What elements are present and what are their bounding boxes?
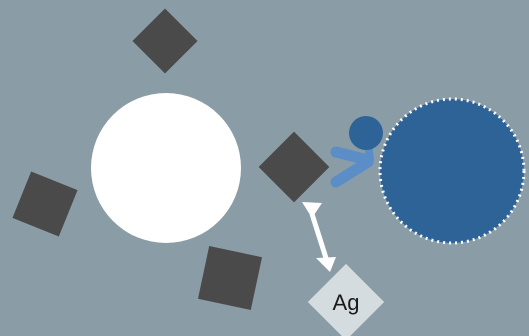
receptor-arm-upper — [330, 146, 374, 166]
arrow-head-down — [316, 257, 336, 272]
square-molecule-left — [12, 171, 78, 237]
antigen-box — [307, 263, 385, 336]
arrow-head-up — [302, 202, 322, 218]
antigen: Ag — [307, 263, 385, 336]
receptor-arm-lower — [330, 156, 374, 188]
target-cell — [378, 97, 526, 245]
square-molecule-bottom — [197, 245, 263, 311]
double-headed-arrow-icon — [302, 202, 336, 272]
carrier-particle — [91, 93, 241, 243]
antigen-label: Ag — [333, 290, 360, 315]
receptor-icon — [330, 116, 383, 188]
arrow-shaft — [309, 213, 329, 259]
square-molecule-bound — [258, 131, 330, 203]
receptor-head — [349, 116, 383, 150]
